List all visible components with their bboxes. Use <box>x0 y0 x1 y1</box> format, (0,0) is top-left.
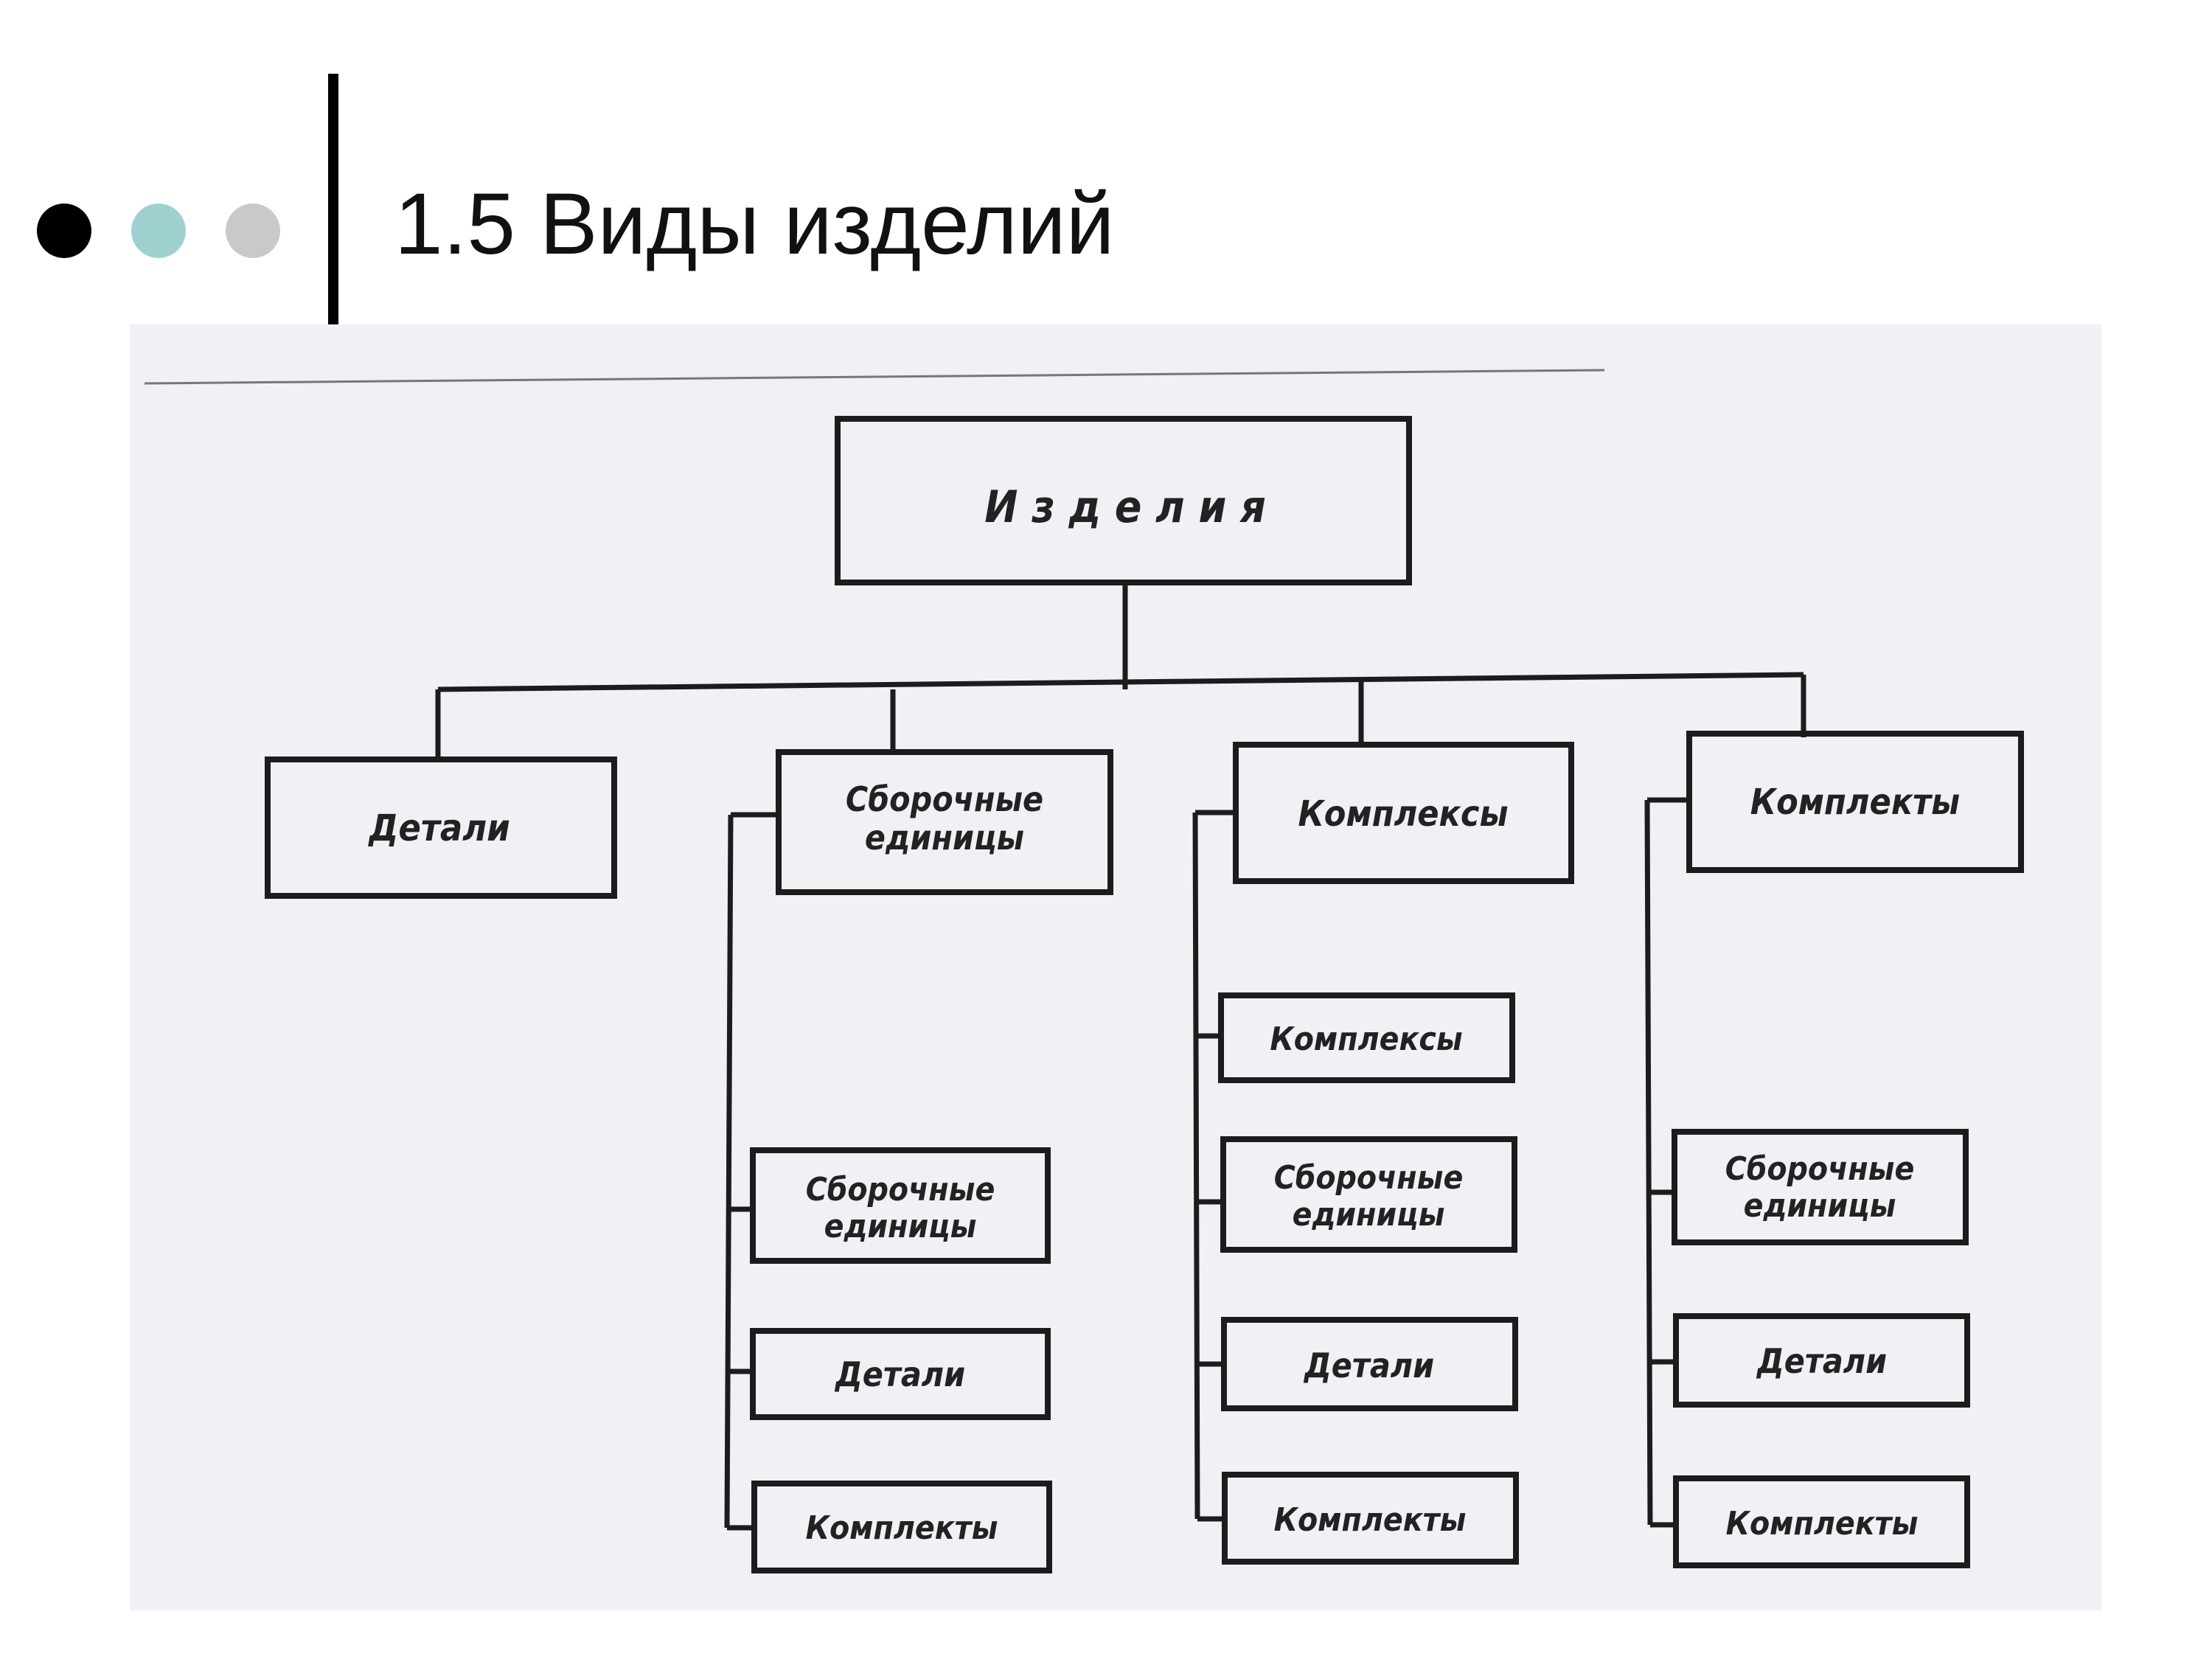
box-child <box>1673 1313 1970 1408</box>
child-assembly-units-line2: единицы <box>824 1208 977 1245</box>
box-child <box>1673 1475 1970 1568</box>
label-kits: Комплекты <box>1750 782 1960 823</box>
col2-trunk <box>724 814 734 1528</box>
box-child <box>750 1328 1051 1420</box>
child-assembly-units-line2: единицы <box>1293 1196 1445 1234</box>
child-assembly-units-line1: Сборочные <box>806 1171 995 1208</box>
child-assembly-units-line1: Сборочные <box>1725 1150 1915 1188</box>
scan-edge-line <box>144 369 1605 385</box>
box-child <box>1672 1129 1969 1245</box>
box-root <box>835 416 1412 585</box>
bullet-dot-teal <box>131 204 186 258</box>
slide-title: 1.5 Виды изделий <box>394 175 1115 273</box>
label-assembly-units-line2: единицы <box>865 818 1024 858</box>
label-details: Детали <box>367 807 509 849</box>
box-child <box>1220 1136 1517 1253</box>
child-kits: Комплекты <box>806 1509 998 1547</box>
box-child <box>750 1147 1051 1264</box>
child-kits: Комплекты <box>1726 1505 1919 1543</box>
bullet-dot-gray <box>226 204 280 258</box>
bullet-dot-black <box>37 204 91 258</box>
child-details: Детали <box>1303 1346 1434 1385</box>
label-root: И з д е л и я <box>984 481 1265 533</box>
child-details: Детали <box>834 1354 965 1394</box>
child-complexes: Комплексы <box>1270 1020 1462 1058</box>
child-assembly-units-line1: Сборочные <box>1274 1159 1464 1197</box>
scanned-diagram: И з д е л и я Детали Сборочные единицы К… <box>130 324 2101 1610</box>
box-child <box>1218 992 1515 1083</box>
child-kits: Комплекты <box>1274 1501 1467 1539</box>
label-assembly-units-line1: Сборочные <box>846 779 1043 819</box>
box-level1 <box>1233 742 1574 884</box>
product-types-diagram: И з д е л и я Детали Сборочные единицы К… <box>144 369 2024 1573</box>
level1-bus <box>437 672 1804 692</box>
label-complexes: Комплексы <box>1298 793 1509 835</box>
col4-trunk <box>1644 799 1653 1526</box>
child-details: Детали <box>1756 1341 1887 1381</box>
box-level1 <box>776 749 1113 895</box>
box-level1 <box>265 757 617 899</box>
box-child <box>1222 1472 1519 1565</box>
box-child <box>1221 1317 1518 1411</box>
box-child <box>751 1481 1052 1573</box>
col3-trunk <box>1192 812 1200 1520</box>
box-level1 <box>1686 731 2024 873</box>
title-separator-line <box>328 74 338 324</box>
child-assembly-units-line2: единицы <box>1744 1187 1896 1225</box>
